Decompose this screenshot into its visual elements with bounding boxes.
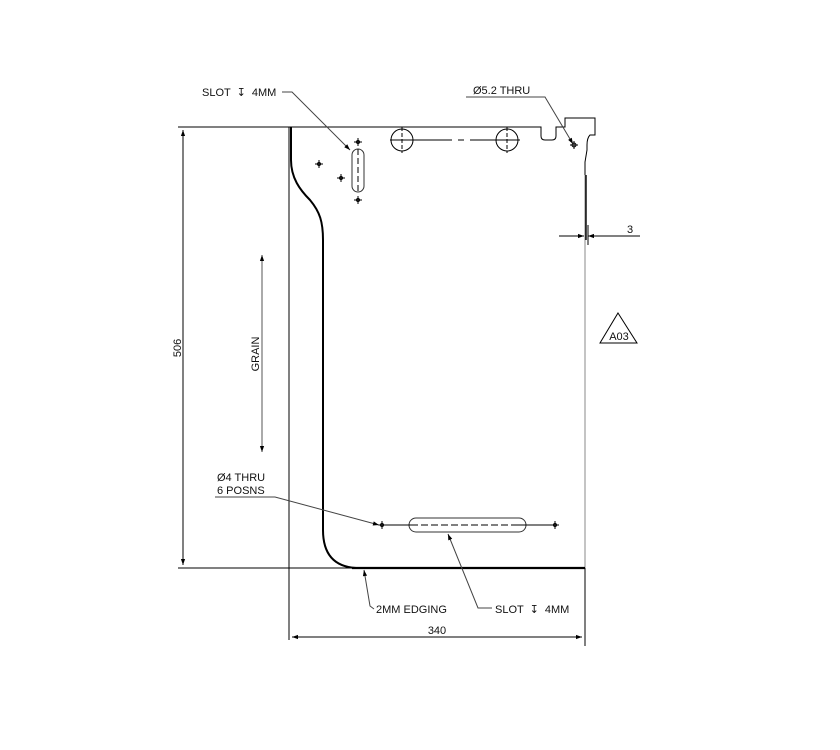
leader-slot-bottom (447, 533, 492, 609)
edging-profile (290, 127, 357, 569)
top-hole-row (390, 127, 520, 153)
top-left-holes (315, 138, 362, 204)
dimension-edge-offset (559, 225, 640, 245)
dimension-height (178, 126, 352, 569)
hole-marker (354, 138, 362, 146)
hole-marker (378, 521, 386, 529)
dimension-height-label: 506 (172, 339, 184, 357)
hole-marker (315, 160, 323, 168)
hole-marker (551, 521, 559, 529)
dimension-width (292, 568, 586, 646)
hole-marker (337, 174, 345, 182)
slot-top (351, 148, 365, 193)
revision-triangle: A03 (599, 312, 638, 344)
leader-slot-top (282, 91, 351, 151)
annotation-hole-4-line2: 6 POSNS (217, 485, 265, 497)
grain-label: GRAIN (250, 337, 262, 372)
annotation-edging: 2MM EDGING (376, 604, 447, 616)
hole-5-2 (570, 141, 578, 149)
annotation-slot-bottom: SLOT ↧ 4MM (495, 604, 569, 616)
annotation-slot-top: SLOT ↧ 4MM (202, 87, 276, 99)
hole-marker (354, 196, 362, 204)
dimension-edge-offset-label: 3 (627, 224, 633, 236)
panel-outline (288, 117, 596, 640)
dimension-width-label: 340 (428, 625, 446, 637)
annotation-hole-4-line1: Ø4 THRU (217, 472, 265, 484)
revision-label: A03 (609, 331, 629, 343)
slot-bottom (378, 517, 559, 533)
annotation-hole-5-2: Ø5.2 THRU (473, 85, 530, 97)
leaders (215, 91, 574, 610)
leader-hole-5-2 (466, 96, 574, 145)
leader-hole-4 (215, 496, 380, 526)
leader-edging (362, 569, 375, 610)
panel-top-edge (289, 117, 596, 175)
